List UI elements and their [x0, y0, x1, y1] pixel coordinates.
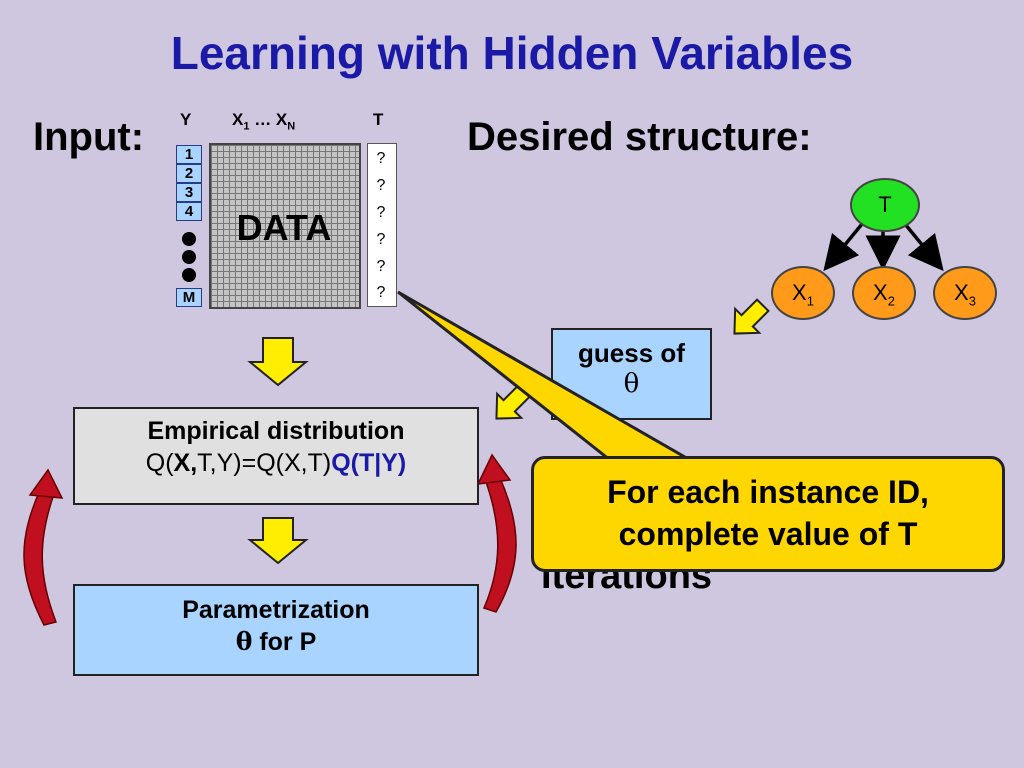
t-value-unknown: ?: [376, 150, 386, 167]
node-x2-sub: 2: [887, 293, 895, 309]
callout-line2: complete value of T: [618, 516, 918, 552]
column-x-last-sub: N: [287, 120, 296, 133]
instance-id-3: 3: [176, 183, 202, 202]
network-node-x2: X2: [852, 266, 916, 320]
guess-box-theta: θ: [623, 369, 640, 399]
input-label: Input:: [33, 115, 145, 159]
column-x-header: X1 … XN: [232, 110, 295, 132]
loop-arrow-left: [23, 489, 58, 626]
formula-part-c: T,Y)=Q(X,T): [197, 449, 332, 477]
t-value-unknown: ?: [376, 231, 386, 248]
instance-id-2: 2: [176, 164, 202, 183]
column-x-first: X: [232, 110, 244, 129]
network-node-t: T: [850, 178, 920, 232]
empirical-formula: Q(X,T,Y)=Q(X,T)Q(T|Y): [75, 447, 477, 479]
node-x3-sub: 3: [968, 293, 976, 309]
param-subtitle: θ for P: [75, 626, 477, 658]
column-y-header: Y: [180, 110, 192, 129]
formula-part-b: X,: [173, 449, 198, 477]
t-value-unknown: ?: [376, 258, 386, 275]
param-title: Parametrization: [182, 596, 370, 624]
t-value-unknown: ?: [376, 284, 386, 301]
loop-arrow-right-head: [476, 453, 512, 485]
instance-id-m: M: [176, 288, 202, 307]
ellipsis-dot: [182, 268, 196, 282]
data-grid: [209, 143, 361, 309]
guess-box-line1: guess of: [578, 338, 685, 368]
column-x-first-sub: 1: [243, 120, 250, 133]
diagonal-arrow-icon: [733, 298, 770, 335]
column-x-last: X: [275, 110, 288, 129]
param-theta: θ: [235, 627, 253, 656]
t-value-unknown: ?: [376, 177, 386, 194]
formula-part-d: Q(T|Y): [331, 449, 407, 477]
parametrization-box: Parametrization θ for P: [73, 584, 479, 676]
node-x1-sub: 1: [806, 293, 814, 309]
empirical-distribution-box: Empirical distribution Q(X,T,Y)=Q(X,T)Q(…: [73, 407, 479, 505]
column-x-ellipsis: …: [249, 110, 276, 129]
down-arrow-icon: [247, 337, 309, 387]
node-x3-label: X: [954, 280, 969, 305]
instance-id-1: 1: [176, 145, 202, 164]
column-t-header: T: [373, 110, 384, 129]
instance-id-4: 4: [176, 202, 202, 221]
callout-box: For each instance ID, complete value of …: [531, 456, 1005, 572]
slide-title: Learning with Hidden Variables: [170, 27, 854, 79]
callout-line1: For each instance ID,: [607, 474, 929, 511]
node-x1-label: X: [792, 280, 807, 305]
network-node-x1: X1: [771, 266, 835, 320]
t-column: [367, 143, 397, 307]
param-for-p: for P: [252, 628, 317, 656]
empirical-title: Empirical distribution: [147, 417, 405, 445]
down-arrow-icon: [247, 517, 309, 565]
edge-t-x3: [903, 222, 944, 272]
loop-arrow-left-head: [28, 468, 64, 499]
t-value-unknown: ?: [376, 204, 386, 221]
formula-part-a: Q(: [145, 449, 174, 477]
network-node-x3: X3: [933, 266, 997, 320]
data-grid-label: DATA: [236, 207, 332, 248]
node-x2-label: X: [873, 280, 888, 305]
loop-arrow-right: [482, 477, 517, 613]
edge-t-x1: [823, 222, 864, 272]
ellipsis-dot: [182, 232, 196, 246]
ellipsis-dot: [182, 250, 196, 264]
desired-structure-label: Desired structure:: [467, 115, 812, 159]
